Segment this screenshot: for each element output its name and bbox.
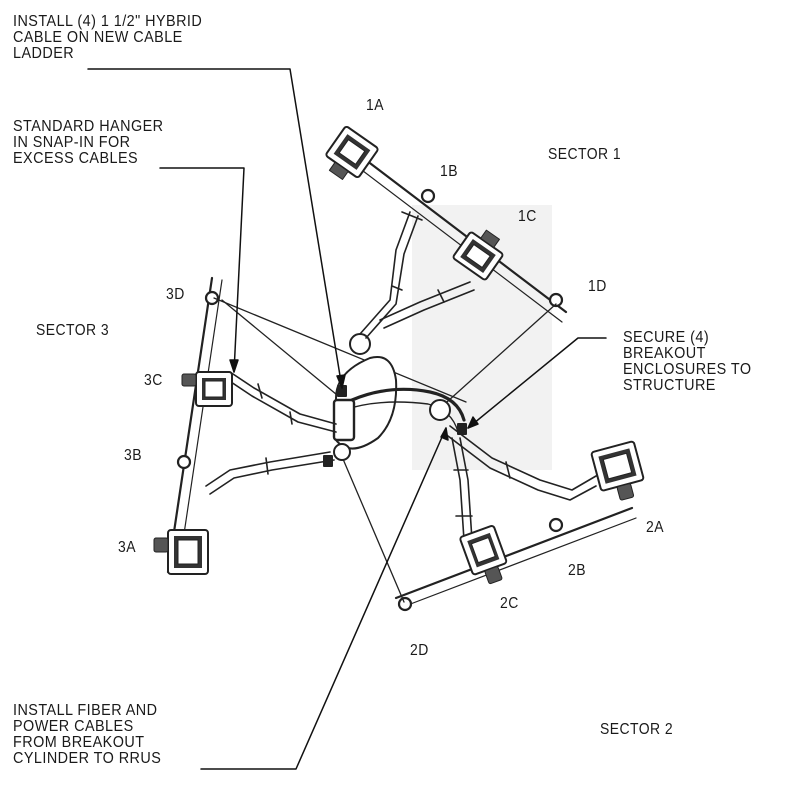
- position-3D-label: 3D: [166, 286, 185, 303]
- sector-3-mount: [166, 276, 223, 575]
- leader-breakout: [467, 337, 607, 429]
- rru-1A: [325, 125, 379, 181]
- rru-2A: [590, 440, 645, 501]
- position-2B-label: 2B: [568, 562, 586, 579]
- rru-1C: [452, 229, 504, 281]
- rru-2C: [459, 525, 508, 585]
- central-collar: [323, 333, 467, 467]
- sector-2-mount: [394, 506, 637, 612]
- note-standard-hanger: STANDARD HANGER IN SNAP-IN FOR EXCESS CA…: [13, 118, 164, 167]
- position-2C-label: 2C: [500, 595, 519, 612]
- cable-ladder-sector-3: [205, 371, 337, 495]
- position-3B-label: 3B: [124, 447, 142, 464]
- position-2A-label: 2A: [646, 519, 664, 536]
- sector-3-label: SECTOR 3: [36, 322, 110, 339]
- rru-3A: [153, 529, 209, 575]
- sector-2-label: SECTOR 2: [600, 721, 674, 738]
- leader-hanger: [159, 167, 245, 373]
- rru-3C: [181, 371, 233, 407]
- position-2D-label: 2D: [410, 642, 429, 659]
- note-fiber-power: INSTALL FIBER AND POWER CABLES FROM BREA…: [13, 702, 162, 767]
- position-1C-label: 1C: [518, 208, 537, 225]
- position-1B-label: 1B: [440, 163, 458, 180]
- leader-lines: [87, 68, 607, 770]
- sector-1-mount: [345, 146, 568, 323]
- note-hybrid-cable: INSTALL (4) 1 1/2" HYBRID CABLE ON NEW C…: [13, 13, 203, 62]
- note-breakout-enclosures: SECURE (4) BREAKOUT ENCLOSURES TO STRUCT…: [623, 329, 752, 394]
- position-3A-label: 3A: [118, 539, 136, 556]
- leader-fiber: [200, 427, 447, 770]
- cable-ladder-sector-1: [359, 211, 475, 339]
- position-3C-label: 3C: [144, 372, 163, 389]
- sector-1-label: SECTOR 1: [548, 146, 622, 163]
- position-1D-label: 1D: [588, 278, 607, 295]
- position-1A-label: 1A: [366, 97, 384, 114]
- leader-hybrid-cable: [87, 68, 343, 389]
- support-rods: [213, 297, 557, 603]
